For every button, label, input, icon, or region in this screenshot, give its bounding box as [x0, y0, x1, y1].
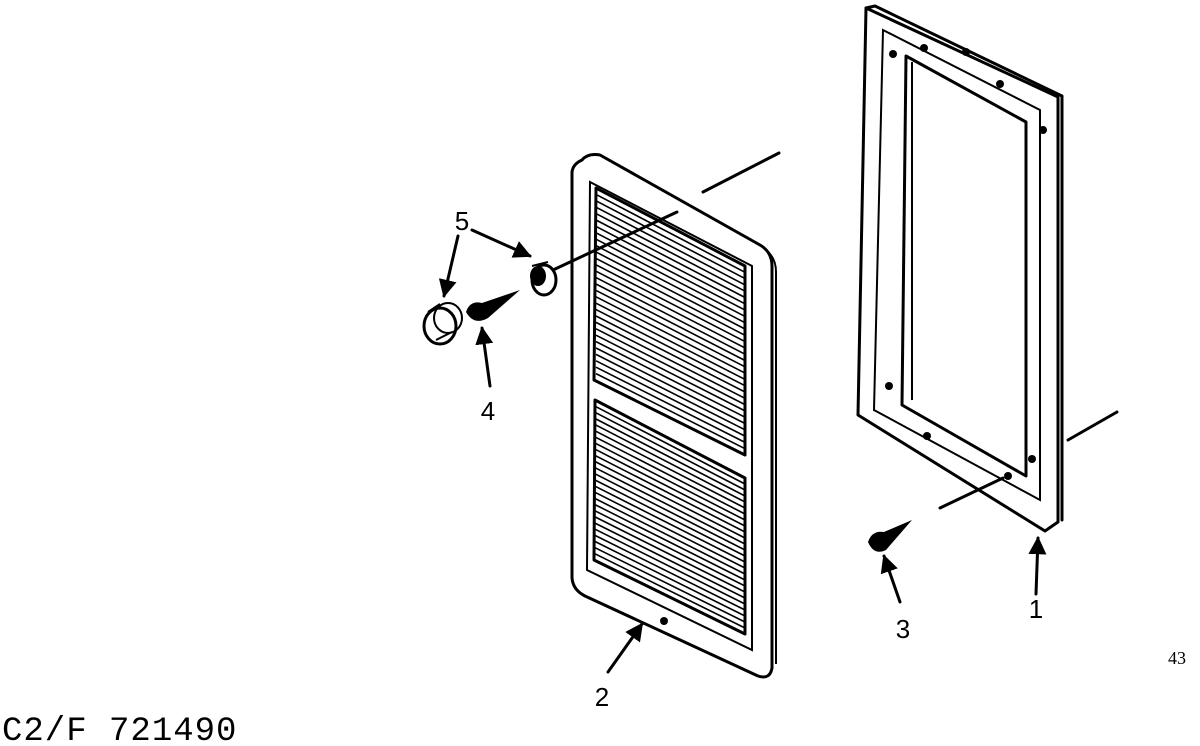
louver-slat	[595, 353, 746, 431]
louver-slat	[594, 405, 746, 485]
louver-slat	[594, 497, 746, 575]
louver-slat	[595, 308, 746, 387]
louver-slat	[594, 528, 746, 605]
grille-louvers	[594, 193, 746, 629]
louver-slat	[595, 206, 746, 286]
louver-slat	[594, 430, 746, 509]
cap-small	[530, 261, 558, 297]
louver-slat	[594, 442, 746, 521]
louver-slat	[594, 540, 746, 617]
model-code: C2/F 721490	[2, 713, 237, 746]
louver-slat	[595, 360, 746, 437]
louver-slat	[595, 315, 746, 393]
louver-slat	[595, 212, 746, 292]
cap-large	[422, 302, 463, 346]
louver-slat	[595, 200, 746, 280]
louver-slat	[594, 448, 746, 527]
grille	[570, 151, 781, 679]
louver-slat	[595, 232, 746, 311]
callout-2: 2	[595, 682, 609, 712]
louver-slat	[594, 454, 746, 533]
callout-1: 1	[1029, 594, 1043, 624]
louver-slat	[595, 302, 746, 381]
louver-slat	[594, 411, 746, 491]
louver-slat	[594, 553, 746, 629]
mounting-frame	[856, 4, 1119, 533]
louver-slat	[595, 270, 746, 349]
louver-slat	[595, 244, 746, 324]
callout-4: 4	[481, 396, 495, 426]
page-number: 43	[1168, 648, 1186, 668]
louver-slat	[595, 264, 746, 343]
louver-slat	[594, 503, 746, 581]
louver-slat	[595, 276, 746, 355]
louver-slat	[595, 366, 746, 444]
louver-slat	[594, 485, 746, 563]
louver-slat	[595, 257, 746, 337]
louver-slat	[595, 289, 746, 368]
louver-slat	[594, 423, 746, 503]
screw-frame	[868, 520, 912, 552]
screw-grille	[466, 290, 520, 321]
louver-slat	[594, 479, 746, 557]
louver-slat	[595, 328, 746, 406]
louver-slat	[594, 436, 746, 515]
louver-slat	[595, 296, 746, 374]
louver-slat	[595, 347, 746, 425]
louver-slat	[594, 522, 746, 599]
louver-slat	[594, 546, 746, 623]
louver-slat	[595, 219, 746, 299]
louver-slat	[594, 510, 746, 587]
louver-slat	[594, 516, 746, 593]
callout-leaders	[438, 228, 1047, 674]
louver-slat	[594, 534, 746, 611]
louver-slat	[595, 283, 746, 362]
louver-slat	[594, 417, 746, 497]
callout-3: 3	[896, 614, 910, 644]
louver-slat	[594, 460, 746, 539]
louver-slat	[594, 491, 746, 569]
louver-slat	[594, 473, 746, 551]
louver-slat	[595, 321, 746, 400]
louver-slat	[595, 334, 746, 412]
louver-slat	[595, 340, 746, 418]
louver-slat	[594, 466, 746, 545]
louver-slat	[595, 193, 746, 274]
callout-5: 5	[455, 206, 469, 236]
louver-slat	[595, 372, 746, 450]
louver-slat	[595, 238, 746, 318]
louver-slat	[595, 251, 746, 330]
